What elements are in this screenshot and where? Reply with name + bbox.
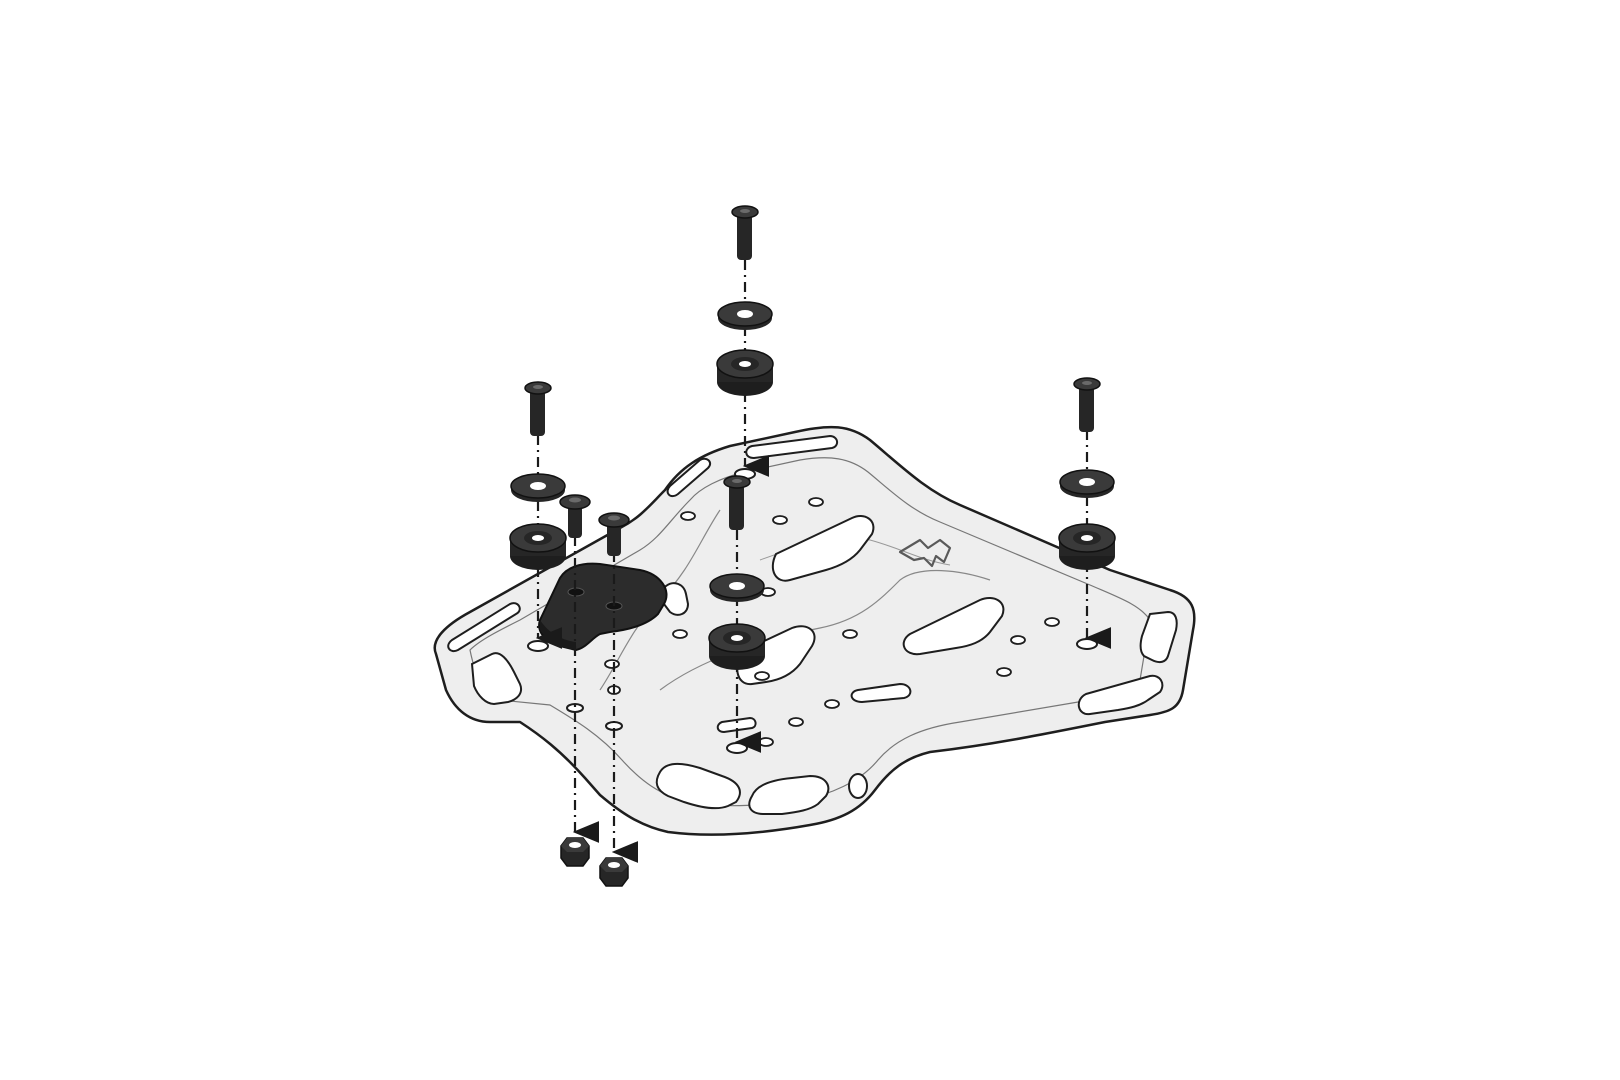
cutout-rear-slot bbox=[745, 434, 838, 460]
stack-center bbox=[708, 475, 766, 670]
bolt-icon bbox=[559, 494, 591, 538]
rubber-grommet-icon bbox=[708, 623, 766, 670]
cutout-left-slot-lower bbox=[447, 602, 521, 652]
rubber-grommet-icon bbox=[509, 523, 567, 570]
stack-adapter-left bbox=[559, 494, 591, 867]
stack-adapter-right bbox=[598, 512, 630, 887]
bolt-icon bbox=[524, 381, 552, 436]
washer-icon bbox=[510, 473, 566, 502]
cutout-front-window-right bbox=[748, 774, 830, 815]
plate-cutouts bbox=[447, 434, 1178, 815]
bolt-icon bbox=[731, 205, 759, 260]
bolt-icon bbox=[1073, 377, 1101, 432]
washer-icon bbox=[1059, 469, 1115, 498]
cutout-left-window bbox=[470, 652, 522, 706]
bolt-icon bbox=[598, 512, 630, 556]
cutout-left-slot-upper bbox=[666, 457, 712, 498]
cutout-small-front bbox=[716, 716, 757, 734]
mount-hole-right bbox=[1076, 638, 1098, 650]
cutout-center-window bbox=[736, 625, 816, 686]
stack-right bbox=[1058, 377, 1116, 570]
cutout-right-window bbox=[902, 597, 1005, 656]
cutout-front-oval bbox=[848, 773, 868, 799]
brand-logo-icon bbox=[898, 538, 952, 568]
mount-hole-front-left bbox=[527, 640, 549, 652]
plate-small-holes bbox=[604, 497, 1060, 747]
rack-plate-outline bbox=[433, 425, 1196, 836]
stack-front-left bbox=[509, 381, 567, 570]
cutout-front-window-left bbox=[655, 762, 741, 810]
bolt-icon bbox=[723, 475, 751, 530]
cutout-center-slot bbox=[850, 682, 912, 704]
washer-icon bbox=[709, 573, 765, 602]
mount-hole-center bbox=[726, 742, 748, 754]
washer-icon bbox=[717, 301, 773, 330]
hex-nut-icon bbox=[599, 857, 629, 887]
stack-rear-center bbox=[716, 205, 774, 396]
rubber-grommet-icon bbox=[716, 349, 774, 396]
rubber-grommet-icon bbox=[1058, 523, 1116, 570]
cutout-right-side-slot bbox=[1139, 610, 1178, 664]
rack-plate bbox=[433, 425, 1196, 836]
hex-nut-icon bbox=[560, 837, 590, 867]
cutout-right-front-slot bbox=[1077, 674, 1164, 716]
cutout-rear-window bbox=[771, 515, 875, 582]
